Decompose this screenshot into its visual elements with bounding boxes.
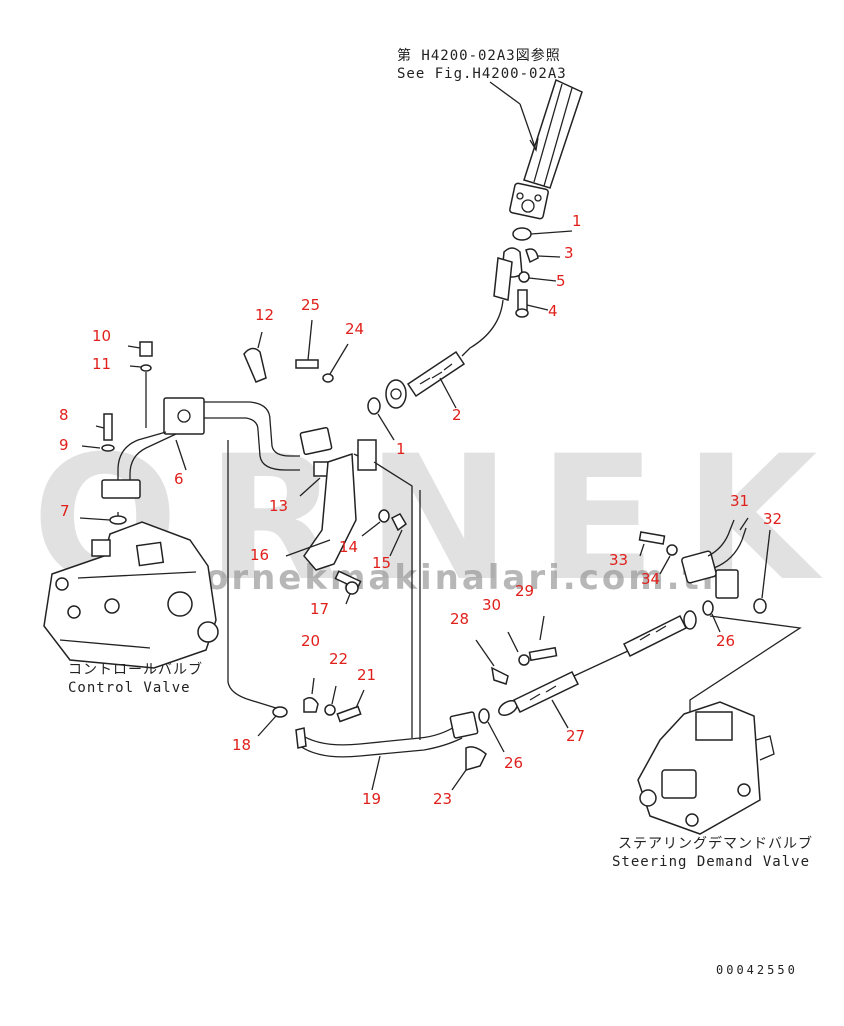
control-valve-label-jp: コントロールバルブ [68,662,203,678]
reference-note-en: See Fig.H4200-02A3 [397,66,567,82]
callout-32: 32 [763,510,783,528]
callout-12: 12 [255,306,275,324]
o-ring-26 [478,708,490,724]
callout-20: 20 [301,632,321,650]
callout-10: 10 [92,327,112,345]
callout-6: 6 [174,470,184,488]
callout-18: 18 [232,736,252,754]
tube-31 [681,517,749,599]
callout-2: 2 [452,406,462,424]
steering-valve-body [637,701,775,835]
callout-11: 11 [92,355,112,373]
steering-valve-label-en: Steering Demand Valve [612,854,811,870]
callout-21: 21 [357,666,377,684]
callout-13: 13 [269,497,289,515]
callout-31: 31 [730,492,750,510]
hose-27 [498,610,697,729]
callout-16: 16 [250,546,270,564]
callout-26-right: 26 [716,632,736,650]
callout-24: 24 [345,320,365,338]
callout-26-left: 26 [504,754,524,772]
callout-23: 23 [433,790,453,808]
callout-8: 8 [59,406,69,424]
steering-valve-label-jp: ステアリングデマンドバルブ [618,836,813,852]
callout-3: 3 [564,244,574,262]
o-ring-mid [367,397,381,415]
control-valve-body [43,512,219,669]
drawing-number: 00042550 [716,963,798,977]
callout-34: 34 [641,570,661,588]
callout-15: 15 [372,554,392,572]
callout-1-mid: 1 [396,440,406,458]
hose-2 [385,257,513,409]
tube-6 [101,397,300,499]
callout-29: 29 [515,582,535,600]
callout-22: 22 [329,650,349,668]
callout-14: 14 [339,538,359,556]
callout-25: 25 [301,296,321,314]
callout-19: 19 [362,790,382,808]
o-ring-top [512,227,532,241]
reference-note-jp: 第 H4200-02A3図参照 [397,48,561,64]
control-valve-label-en: Control Valve [68,680,191,696]
bracket-assembly [285,426,407,605]
callout-17: 17 [310,600,330,618]
callout-27: 27 [566,727,586,745]
callout-1-top: 1 [572,212,582,230]
callout-7: 7 [60,502,70,520]
callout-5: 5 [556,272,566,290]
callout-33: 33 [609,551,629,569]
callout-30: 30 [482,596,502,614]
callout-28: 28 [450,610,470,628]
plug-18 [272,706,288,718]
callout-4: 4 [548,302,558,320]
upper-hose [489,78,583,220]
callout-9: 9 [59,436,69,454]
tube-19 [295,711,479,791]
